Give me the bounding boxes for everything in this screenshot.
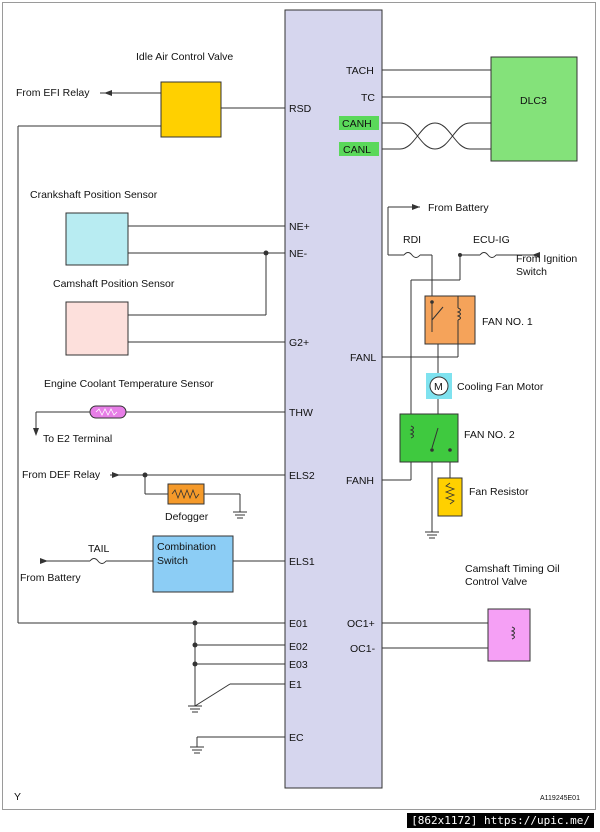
fan-resistor-label: Fan Resistor: [469, 486, 529, 498]
pin-rsd: RSD: [289, 103, 312, 115]
combination-switch: [152, 535, 234, 593]
defogger-label: Defogger: [165, 511, 209, 523]
motor-symbol: M: [434, 381, 443, 393]
dlc3-connector: [490, 56, 578, 162]
arrow-right-def: [112, 472, 120, 478]
pin-tach: TACH: [346, 65, 374, 77]
pin-tc: TC: [361, 92, 375, 104]
pin-ne-minus: NE-: [289, 248, 308, 260]
fan-resistor: [437, 477, 463, 517]
pin-ne-plus: NE+: [289, 221, 310, 233]
fan-no2-relay: [399, 413, 459, 463]
pin-els1: ELS1: [289, 556, 315, 568]
pin-e03: E03: [289, 659, 308, 671]
pin-fanl: FANL: [350, 352, 376, 364]
idle-air-control-valve: [160, 81, 222, 138]
watermark-link[interactable]: [862x1172] https://upic.me/: [407, 813, 594, 828]
camshaft-sensor-label: Camshaft Position Sensor: [53, 278, 175, 290]
rdi-fuse-label: RDI: [403, 234, 421, 246]
diagram-frame: [2, 2, 596, 810]
pin-canl: CANL: [343, 144, 371, 156]
pin-fanh: FANH: [346, 475, 374, 487]
footer-bar: [862x1172] https://upic.me/: [0, 812, 600, 832]
from-ignition-label-1: From Ignition: [516, 253, 577, 265]
crankshaft-sensor-label: Crankshaft Position Sensor: [30, 189, 158, 201]
cooling-fan-motor-label: Cooling Fan Motor: [457, 381, 544, 393]
fan-no1-coil-icon: [456, 307, 461, 321]
tail-fuse-label: TAIL: [88, 543, 110, 555]
pin-e02: E02: [289, 641, 308, 653]
pin-e01: E01: [289, 618, 308, 630]
pin-canh: CANH: [342, 118, 372, 130]
from-def-relay-label: From DEF Relay: [22, 469, 101, 481]
figure-code: A119245E01: [540, 795, 580, 802]
ecu-ig-fuse-label: ECU-IG: [473, 234, 510, 246]
fan-no2-label: FAN NO. 2: [464, 429, 515, 441]
camshaft-oil-label-1: Camshaft Timing Oil: [465, 563, 560, 575]
combination-switch-label-2: Switch: [157, 555, 188, 567]
from-battery-right-label: From Battery: [428, 202, 489, 214]
crankshaft-position-sensor: [65, 212, 129, 266]
tail-fuse-icon: [89, 558, 107, 564]
pin-els2: ELS2: [289, 470, 315, 482]
dlc3-label: DLC3: [520, 95, 547, 107]
camshaft-timing-oil-control-valve: [487, 608, 531, 662]
idle-air-control-valve-label: Idle Air Control Valve: [136, 51, 233, 63]
ecu-ig-fuse-icon: [479, 252, 497, 258]
fan-no1-switch-icon: [431, 306, 444, 321]
motor-icon: [429, 376, 449, 396]
camshaft-oil-label-2: Control Valve: [465, 576, 527, 588]
to-e2-label: To E2 Terminal: [43, 433, 112, 445]
pin-ec: EC: [289, 732, 304, 744]
arrow-down-e2: [33, 428, 39, 436]
fan-no1-label: FAN NO. 1: [482, 316, 533, 328]
rdi-fuse-icon: [403, 252, 421, 258]
fan-no1-relay: [424, 295, 476, 345]
from-battery-left-label: From Battery: [20, 572, 81, 584]
coolant-sensor-label: Engine Coolant Temperature Sensor: [44, 378, 214, 390]
pin-oc1-plus: OC1+: [347, 618, 375, 630]
corner-y-label: Y: [14, 791, 21, 803]
from-efi-relay-label: From EFI Relay: [16, 87, 90, 99]
arrow-left-efi: [104, 90, 112, 96]
arrow-right-battery: [40, 558, 48, 564]
fan-no2-coil-icon: [409, 425, 414, 439]
canl-highlight: [339, 142, 379, 156]
pin-g2-plus: G2+: [289, 337, 309, 349]
ecm-body: [284, 9, 383, 789]
pin-oc1-minus: OC1-: [350, 643, 376, 655]
ocv-coil-icon: [510, 626, 515, 640]
arrow-from-ignition: [532, 252, 540, 258]
wiring-diagram: Idle Air Control Valve From EFI Relay RS…: [14, 9, 580, 803]
combination-switch-label-1: Combination: [157, 541, 216, 553]
canh-highlight: [339, 116, 379, 130]
arrow-from-battery-right: [412, 204, 420, 210]
thermistor: [89, 405, 127, 419]
camshaft-position-sensor: [65, 301, 129, 356]
fan-no2-switch-icon: [431, 427, 439, 449]
pin-thw: THW: [289, 407, 313, 419]
from-ignition-label-2: Switch: [516, 266, 547, 278]
pin-e1: E1: [289, 679, 302, 691]
